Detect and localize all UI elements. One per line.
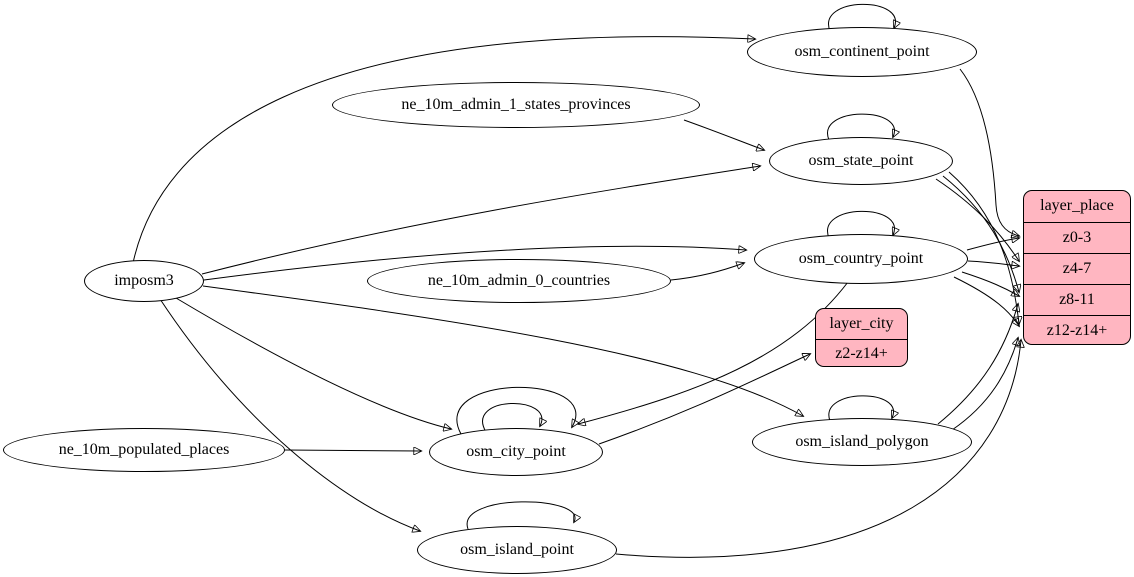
- edge-imposm3-islandpt: [159, 298, 420, 531]
- edge-imposm3-continent: [132, 37, 755, 264]
- node-osm-city-point: osm_city_point: [429, 428, 603, 476]
- edge-state-z12: [948, 171, 1019, 324]
- selfloop-city-outer: [456, 386, 576, 435]
- edge-islandpoly-z12: [951, 338, 1018, 431]
- selfloop-country: [827, 210, 895, 239]
- edge-ne0-country: [670, 263, 744, 281]
- layer-city-title: layer_city: [829, 315, 894, 332]
- record-layer-city: layer_city z2-z14+: [815, 308, 908, 367]
- selfloop-islandpt: [466, 501, 575, 530]
- edge-islandpt-z12: [615, 340, 1021, 558]
- edge-imposm3-state: [201, 166, 760, 275]
- edge-country-z8: [961, 271, 1019, 296]
- node-osm-state-point: osm_state_point: [769, 137, 953, 185]
- node-ne-10m-admin-0-countries: ne_10m_admin_0_countries: [367, 259, 671, 303]
- edge-nepop-city: [284, 450, 421, 451]
- edge-country-z12: [953, 276, 1019, 326]
- node-ne-10m-populated-places: ne_10m_populated_places: [3, 428, 285, 472]
- edge-ne1-state: [683, 119, 764, 150]
- edge-state-z8: [942, 175, 1019, 292]
- edge-continent-z0: [959, 68, 1019, 236]
- edge-country-z4: [967, 260, 1019, 266]
- edge-city-layercity: [598, 354, 810, 445]
- selfloop-islandpoly: [828, 395, 894, 422]
- layer-place-row-z0-3: z0-3: [1024, 222, 1130, 253]
- edge-islandpoly-z8: [937, 304, 1018, 425]
- layer-place-row-z4-7: z4-7: [1024, 253, 1130, 284]
- selfloop-state: [827, 113, 895, 141]
- node-osm-country-point: osm_country_point: [754, 234, 968, 284]
- edge-imposm3-islandpoly: [202, 285, 803, 416]
- node-ne-10m-admin-1-states-provinces: ne_10m_admin_1_states_provinces: [332, 82, 700, 128]
- edge-imposm3-city: [175, 297, 451, 429]
- selfloop-continent: [828, 3, 896, 32]
- layer-place-row-z12-z14: z12-z14+: [1024, 315, 1130, 344]
- edge-country-z0: [966, 238, 1019, 251]
- edge-imposm3-country: [203, 246, 746, 281]
- node-osm-continent-point: osm_continent_point: [747, 27, 977, 77]
- node-imposm3: imposm3: [84, 260, 204, 302]
- node-osm-island-polygon: osm_island_polygon: [752, 418, 972, 466]
- record-layer-place: layer_place z0-3 z4-7 z8-11 z12-z14+: [1023, 190, 1131, 345]
- selfloop-city-inner: [482, 403, 542, 433]
- node-osm-island-point: osm_island_point: [417, 526, 617, 574]
- layer-place-row-z8-11: z8-11: [1024, 284, 1130, 315]
- layer-place-title: layer_place: [1040, 197, 1114, 214]
- layer-city-row-z2-z14: z2-z14+: [816, 339, 907, 366]
